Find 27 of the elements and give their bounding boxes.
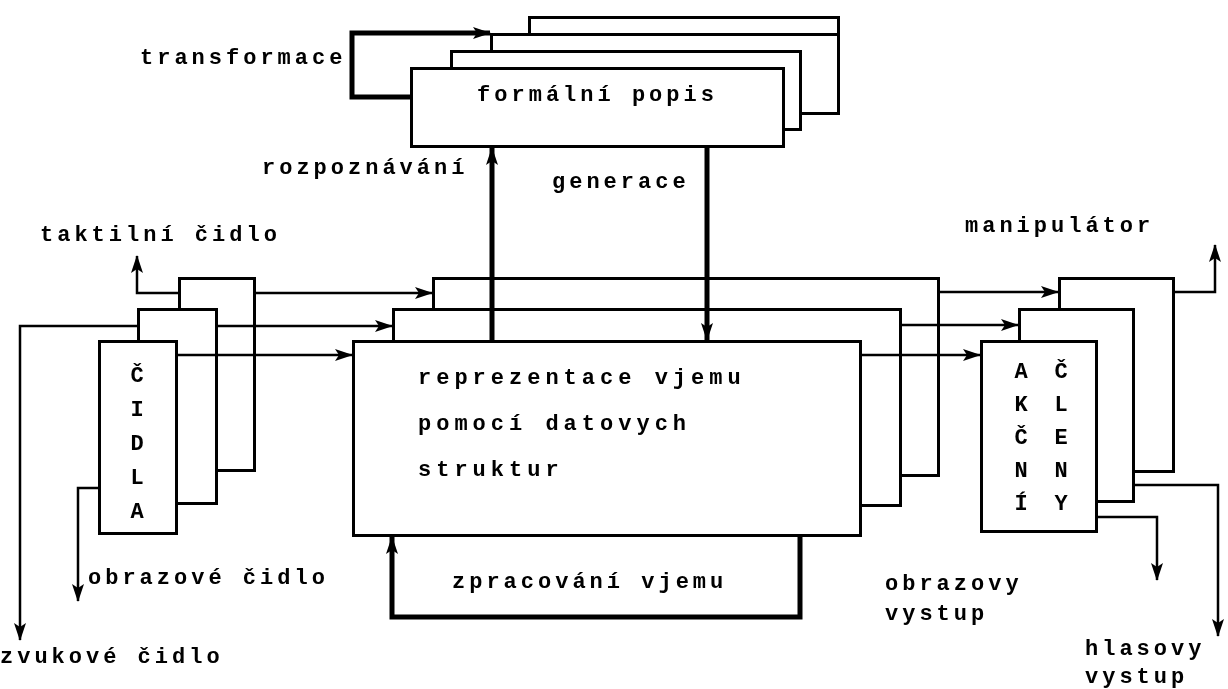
arrow xyxy=(902,319,1019,331)
arrow xyxy=(218,320,393,332)
output-label: zvukové čidlo xyxy=(0,640,280,676)
arrow xyxy=(1098,515,1163,581)
box-text: formální popis xyxy=(476,83,719,108)
output-label: manipulátor xyxy=(965,213,1156,241)
arrow xyxy=(1135,483,1224,637)
arrow xyxy=(386,536,803,620)
arrow xyxy=(178,349,353,361)
output-label: hlasovy vystup xyxy=(1085,636,1225,688)
output-label: obrazové čidlo xyxy=(70,565,360,601)
output-label: obrazovy vystup xyxy=(885,571,1024,629)
arrow xyxy=(1175,244,1221,294)
box-text: reprezentace vjemu pomocí datovych struktur xyxy=(418,365,747,485)
box-text: AKČNÍ xyxy=(1013,359,1029,519)
arrow xyxy=(940,286,1059,298)
arrow xyxy=(349,27,491,100)
arrow xyxy=(486,147,498,340)
output-label: taktilní čidlo xyxy=(40,218,310,256)
arrow xyxy=(14,324,137,641)
arrow xyxy=(256,287,433,299)
box-text: ČLENY xyxy=(1053,358,1069,519)
box-text: ČIDLA xyxy=(129,362,145,527)
arrow xyxy=(72,486,98,602)
arrow xyxy=(862,349,981,361)
arrow xyxy=(701,148,713,341)
arrow xyxy=(131,255,178,295)
